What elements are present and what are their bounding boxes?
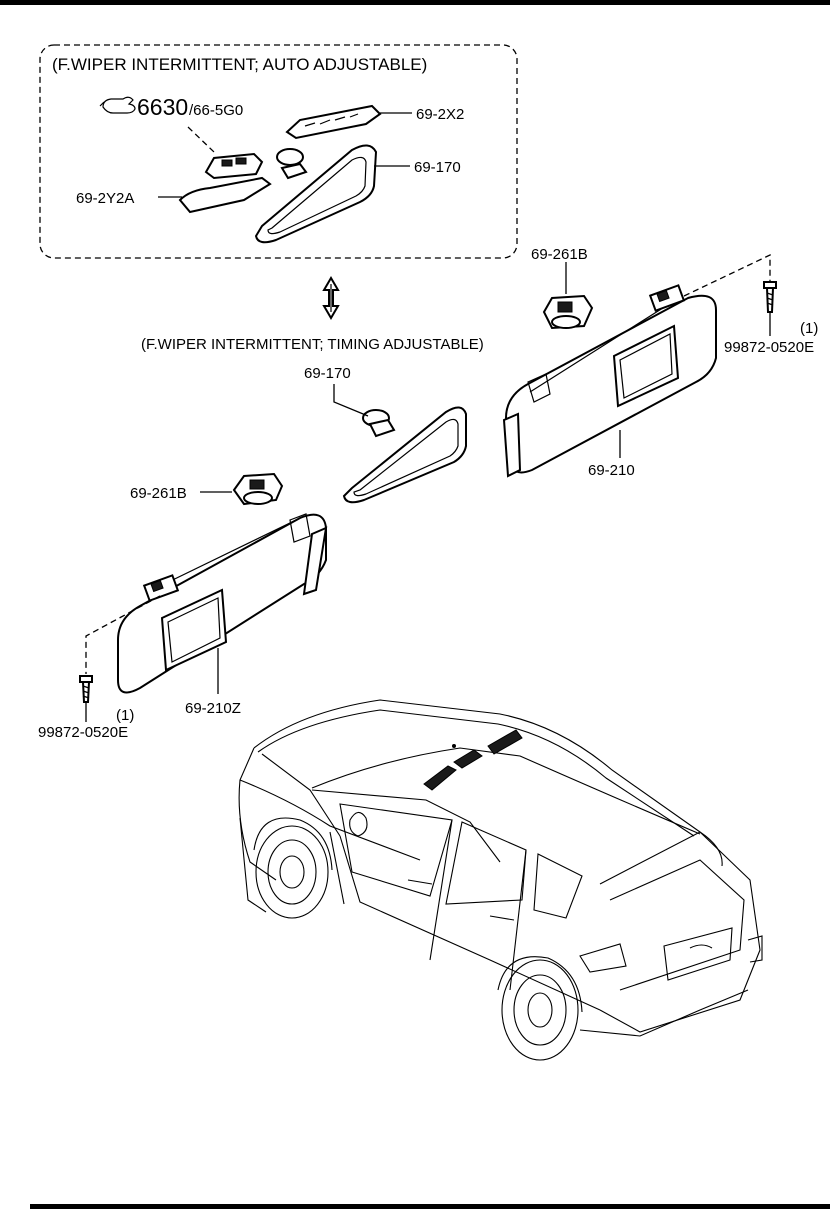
vehicle-locator (238, 699, 763, 1061)
visor-holder-left (232, 472, 284, 506)
label-screw-left: 99872-0520E (38, 724, 128, 741)
location-mark-mirror (453, 749, 483, 769)
label-upper-cover: 69-2X2 (416, 106, 464, 123)
visor-holder-right (542, 294, 594, 330)
variant-caption-timing: (F.WIPER INTERMITTENT; TIMING ADJUSTABLE… (141, 336, 484, 353)
screw-right (763, 281, 777, 313)
label-holder-right: 69-261B (531, 246, 588, 263)
top-border (0, 0, 830, 5)
mirror-mount (276, 148, 308, 180)
label-visor-left: 69-210Z (185, 700, 241, 717)
location-mark-visor-right (487, 729, 523, 755)
location-mark-visor-left (423, 765, 457, 791)
variant-caption-auto: (F.WIPER INTERMITTENT; AUTO ADJUSTABLE) (52, 55, 427, 74)
variant-box (39, 44, 518, 259)
ref-number: 6630 (137, 94, 188, 120)
label-screw-right-qty: (1) (800, 320, 818, 337)
rain-sensor (204, 152, 264, 180)
rearview-mirror-auto (254, 144, 378, 244)
sun-visor-right (502, 284, 717, 478)
label-screw-left-qty: (1) (116, 707, 134, 724)
label-mirror-timing: 69-170 (304, 365, 351, 382)
screw-left (79, 675, 93, 703)
sun-visor-left (117, 513, 328, 694)
lower-cover (178, 176, 272, 214)
ref-number-sub: /66-5G0 (189, 102, 243, 119)
label-holder-left: 69-261B (130, 485, 187, 502)
double-arrow-icon (322, 276, 340, 320)
rearview-mirror-timing (342, 406, 467, 504)
bottom-border (30, 1204, 830, 1209)
label-visor-right: 69-210 (588, 462, 635, 479)
label-screw-right: 99872-0520E (724, 339, 814, 356)
label-mirror-auto: 69-170 (414, 159, 461, 176)
auto-adjustable-group: (F.WIPER INTERMITTENT; AUTO ADJUSTABLE) … (39, 44, 518, 259)
label-lower-cover: 69-2Y2A (76, 190, 134, 207)
pointing-hand-icon (99, 96, 136, 114)
upper-cover (285, 104, 382, 140)
